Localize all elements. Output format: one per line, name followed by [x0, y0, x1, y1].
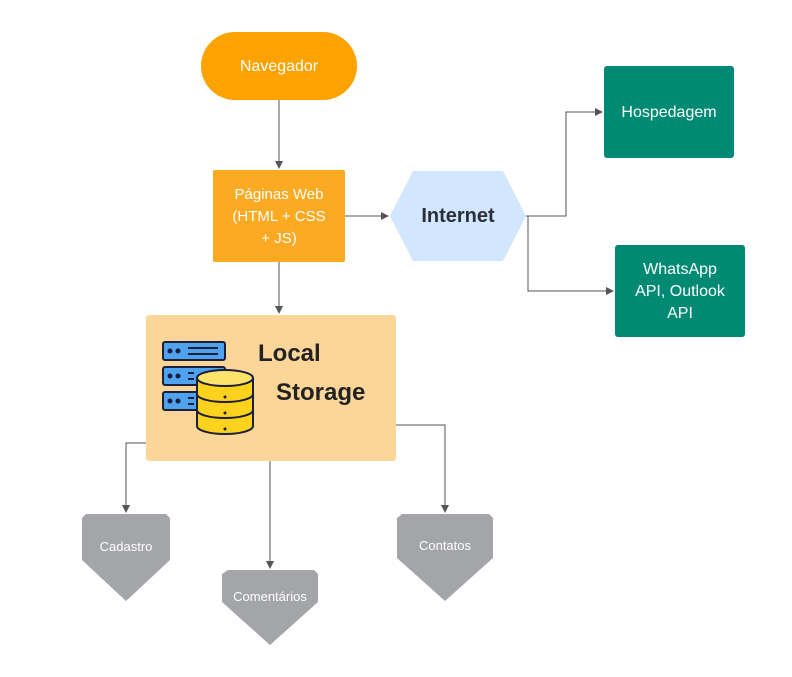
storage-label-line-1: Local [258, 340, 321, 367]
navegador-shape [201, 32, 357, 100]
node-local-storage: Local Storage [146, 315, 396, 461]
paginas-shape [213, 170, 345, 262]
comentarios-shape [222, 570, 318, 645]
node-paginas-web: Páginas Web (HTML + CSS + JS) [213, 170, 345, 262]
node-hospedagem: Hospedagem [604, 66, 734, 158]
node-whatsapp-api: WhatsApp API, Outlook API [615, 245, 745, 337]
comentarios-label: Comentários [233, 589, 307, 604]
database-server-icon [162, 341, 254, 435]
navegador-label: Navegador [240, 58, 319, 75]
whatsapp-label-line-1: WhatsApp [643, 261, 717, 278]
whatsapp-label-line-2: API, Outlook [635, 283, 726, 300]
internet-shape [390, 171, 526, 261]
node-cadastro: Cadastro [82, 514, 170, 601]
arrow-storage-to-cadastro [122, 442, 146, 513]
contatos-label: Contatos [419, 538, 472, 553]
hospedagem-shape [604, 66, 734, 158]
internet-label: Internet [421, 205, 495, 227]
contatos-shape [397, 514, 493, 601]
whatsapp-label-line-3: API [667, 305, 693, 322]
arrow-storage-to-contatos [395, 424, 449, 513]
cadastro-label: Cadastro [100, 539, 153, 554]
hospedagem-label: Hospedagem [621, 104, 716, 121]
paginas-label-line-3: + JS) [261, 230, 296, 247]
storage-label-line-2: Storage [276, 379, 365, 406]
paginas-label-line-2: (HTML + CSS [232, 208, 325, 225]
arrow-internet-to-whatsapp [526, 215, 614, 295]
node-comentarios: Comentários [222, 570, 318, 645]
node-contatos: Contatos [397, 514, 493, 601]
paginas-label-line-1: Páginas Web [235, 186, 324, 203]
arrow-internet-to-hospedagem [526, 108, 603, 217]
whatsapp-shape [615, 245, 745, 337]
node-navegador: Navegador [201, 32, 357, 100]
cadastro-shape [82, 514, 170, 601]
connectors [122, 100, 614, 569]
node-internet: Internet [390, 171, 526, 261]
